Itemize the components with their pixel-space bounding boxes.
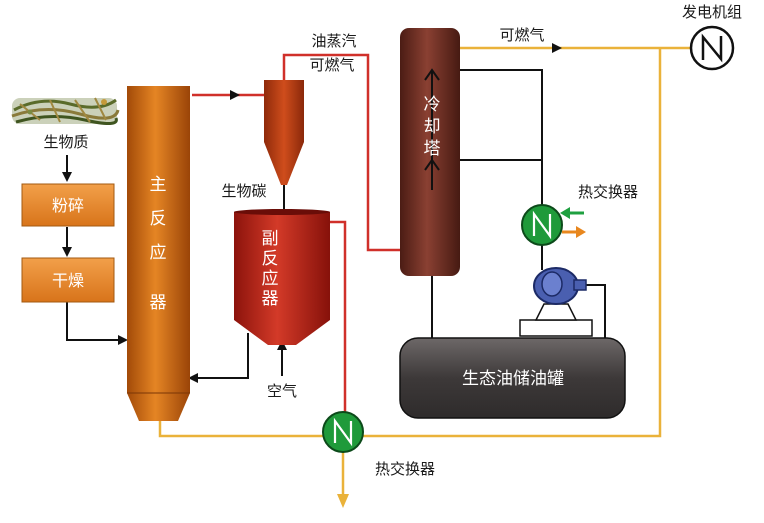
oil-vapor-label: 油蒸汽 — [311, 32, 356, 50]
pipe-cooling-loop — [431, 69, 606, 355]
main-reactor-char-0: 主 — [150, 175, 167, 195]
generator-icon — [689, 25, 735, 71]
cooling-tower: 冷 却 塔 — [400, 28, 460, 276]
heat-exchanger-right-icon — [521, 204, 563, 246]
main-reactor-char-2: 应 — [150, 243, 167, 263]
cyclone-separator — [264, 80, 304, 185]
sub-reactor-char-1: 反 — [262, 249, 279, 269]
pump-icon — [519, 267, 593, 337]
oil-tank: 生态油储油罐 — [399, 337, 626, 419]
oil-tank-label: 生态油储油罐 — [462, 369, 564, 389]
orange-outlet-arrow — [562, 226, 586, 238]
pipe-sub-to-exchanger — [330, 220, 347, 418]
cooling-tower-char-1: 却 — [424, 117, 441, 137]
cooling-tower-char-0: 冷 — [424, 95, 441, 115]
gas-arrowhead — [552, 43, 562, 53]
combustible-gas-left-label: 可燃气 — [309, 56, 354, 74]
main-reactor-char-3: 器 — [150, 293, 167, 313]
green-inlet-arrow — [560, 207, 584, 219]
sub-reactor: 副 反 应 器 — [234, 209, 330, 345]
heat-exchanger-bottom-icon — [322, 411, 364, 453]
biochar-label: 生物碳 — [221, 182, 266, 200]
crush-box: 粉碎 — [21, 183, 115, 227]
heat-out-arrowhead — [337, 494, 349, 508]
air-label: 空气 — [267, 382, 297, 400]
biomass-image — [11, 97, 120, 125]
heat-exchanger-bottom-label: 热交换器 — [375, 460, 435, 478]
pipe-main-to-cyclone — [192, 90, 264, 100]
sub-reactor-char-0: 副 — [262, 229, 279, 249]
pipe-biomass-flow — [66, 155, 285, 379]
main-reactor-char-1: 反 — [150, 209, 167, 229]
biomass-label: 生物质 — [43, 133, 88, 151]
sub-reactor-char-3: 器 — [262, 289, 279, 309]
dry-box: 干燥 — [21, 257, 115, 303]
main-reactor: 主 反 应 器 — [127, 86, 190, 421]
generator-set-label: 发电机组 — [682, 3, 742, 21]
heat-exchanger-right-label: 热交换器 — [578, 183, 638, 201]
pipe-gas-lines — [158, 46, 690, 498]
combustible-gas-top-label: 可燃气 — [499, 26, 544, 44]
sub-reactor-char-2: 应 — [262, 269, 279, 289]
pipe-cyclone-to-tower — [282, 53, 400, 252]
crush-label: 粉碎 — [52, 196, 84, 215]
cooling-tower-char-2: 塔 — [424, 139, 441, 159]
dry-label: 干燥 — [52, 271, 84, 290]
